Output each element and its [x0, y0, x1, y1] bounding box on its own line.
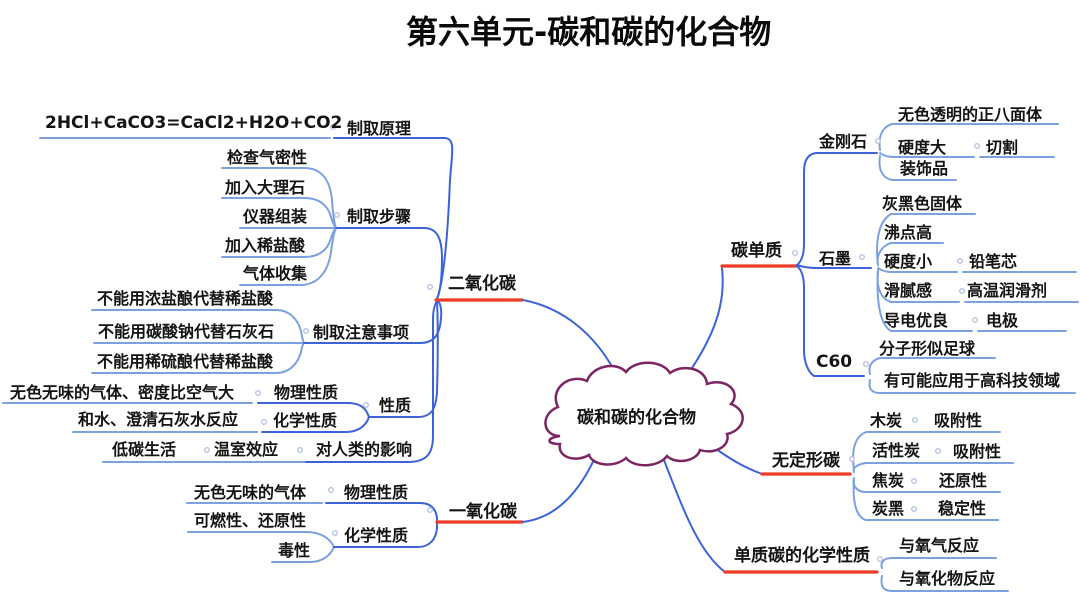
node-graphite-color[interactable]: 灰黑色固体: [882, 194, 963, 213]
node-elemental-carbon-chemistry[interactable]: 单质碳的化学性质: [734, 546, 870, 566]
node-amorphous-carbon[interactable]: 无定形碳: [772, 451, 840, 471]
node-check-airtightness[interactable]: 检查气密性: [227, 148, 308, 167]
node-co-physical[interactable]: 物理性质: [344, 483, 409, 502]
node-co-flammability[interactable]: 可燃性、还原性: [194, 511, 307, 530]
node-co-toxicity[interactable]: 毒性: [278, 541, 311, 560]
node-gas-collection[interactable]: 气体收集: [243, 264, 308, 283]
node-note-sulfuric-acid[interactable]: 不能用稀硫酿代替稀盐酸: [97, 352, 274, 371]
center-cloud-shape: [544, 361, 744, 467]
node-carbon-dioxide[interactable]: 二氧化碳: [448, 274, 516, 294]
node-charcoal-adsorption[interactable]: 吸附性: [934, 411, 983, 430]
node-diamond-jewelry[interactable]: 装饰品: [900, 159, 949, 178]
node-preparation-steps[interactable]: 制取步骤: [347, 207, 412, 226]
node-c60-football[interactable]: 分子形似足球: [879, 339, 976, 358]
node-co2-physical-detail[interactable]: 无色无味的气体、密度比空气大: [10, 383, 235, 402]
node-graphite-conductivity[interactable]: 导电优良: [884, 311, 949, 330]
node-react-with-oxides[interactable]: 与氧化物反应: [899, 569, 996, 588]
node-low-carbon-life[interactable]: 低碳生活: [112, 440, 177, 459]
node-graphite-pencil-lead[interactable]: 铅笔芯: [969, 252, 1018, 271]
node-co-physical-detail[interactable]: 无色无味的气体: [194, 483, 307, 502]
node-note-concentrated-hcl[interactable]: 不能用浓盐酿代替稀盐酸: [97, 289, 274, 308]
node-preparation-notes[interactable]: 制取注意事项: [313, 323, 410, 342]
node-co-chemical[interactable]: 化学性质: [344, 526, 409, 545]
node-charcoal[interactable]: 木炭: [870, 411, 903, 430]
node-co2-chemical-detail[interactable]: 和水、澄清石灰水反应: [78, 410, 239, 429]
node-coke[interactable]: 焦炭: [872, 471, 905, 490]
node-add-dilute-hcl[interactable]: 加入稀盐酸: [225, 236, 306, 255]
node-graphite-boiling-point[interactable]: 沸点高: [884, 223, 933, 242]
node-carbon-elements[interactable]: 碳单质: [731, 241, 782, 261]
node-graphite[interactable]: 石墨: [819, 249, 852, 268]
node-graphite-electrode[interactable]: 电极: [986, 311, 1019, 330]
node-activated-carbon-adsorption[interactable]: 吸附性: [953, 442, 1002, 461]
junction-dots: [203, 123, 981, 563]
node-assemble-apparatus[interactable]: 仪器组装: [243, 207, 308, 226]
node-co2-physical[interactable]: 物理性质: [274, 383, 339, 402]
node-activated-carbon[interactable]: 活性炭: [872, 441, 921, 460]
node-diamond-octahedron[interactable]: 无色透明的正八面体: [898, 105, 1043, 124]
node-diamond[interactable]: 金刚石: [819, 132, 868, 151]
node-co2-properties[interactable]: 性质: [379, 396, 412, 415]
node-carbon-black-stability[interactable]: 稳定性: [938, 499, 987, 518]
node-carbon-monoxide[interactable]: 一氧化碳: [449, 502, 517, 522]
node-greenhouse-effect[interactable]: 温室效应: [214, 440, 279, 459]
node-note-sodium-carbonate[interactable]: 不能用碳酸钠代替石灰石: [98, 322, 275, 341]
node-coke-reducibility[interactable]: 还原性: [939, 471, 988, 490]
node-react-with-oxygen[interactable]: 与氧气反应: [899, 536, 980, 555]
page-title: 第六单元-碳和碳的化合物: [406, 13, 772, 51]
node-graphite-slippery[interactable]: 滑腻感: [884, 281, 933, 300]
node-impact-on-humans[interactable]: 对人类的影响: [316, 440, 413, 459]
center-topic[interactable]: 碳和碳的化合物: [577, 408, 696, 428]
node-preparation-principle[interactable]: 制取原理: [347, 119, 412, 138]
node-graphite-lubricant[interactable]: 高温润滑剂: [967, 281, 1048, 300]
node-diamond-hardness[interactable]: 硬度大: [898, 138, 947, 157]
node-co2-chemical[interactable]: 化学性质: [273, 411, 338, 430]
node-equation[interactable]: 2HCl+CaCO3=CaCl2+H2O+CO2: [45, 113, 343, 133]
node-diamond-cutting[interactable]: 切割: [986, 138, 1019, 157]
node-c60[interactable]: C60: [816, 352, 853, 372]
node-carbon-black[interactable]: 炭黑: [872, 499, 905, 518]
node-add-marble[interactable]: 加入大理石: [225, 178, 306, 197]
node-c60-hightech[interactable]: 有可能应用于高科技领域: [884, 371, 1061, 390]
node-graphite-softness[interactable]: 硬度小: [884, 252, 933, 271]
